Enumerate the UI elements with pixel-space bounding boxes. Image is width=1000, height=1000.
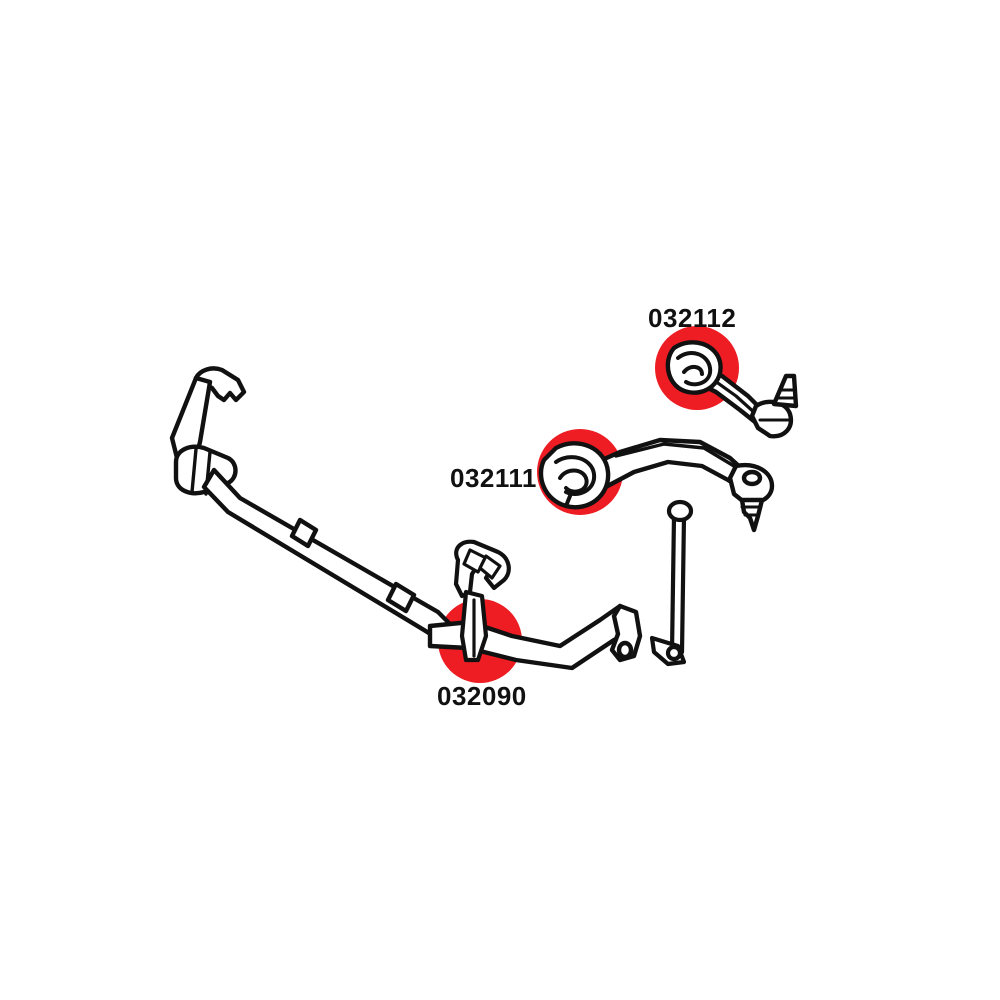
drop-link-shaft — [669, 513, 687, 655]
lower-arm-bushing-outer — [538, 441, 611, 510]
upper-control-arm — [665, 340, 799, 439]
upper-arm-bushing-swirl-1 — [676, 351, 713, 387]
lower-control-arm — [538, 437, 775, 533]
part-label-032111: 032111 — [450, 463, 537, 493]
sway-bar-mid-joint — [289, 517, 319, 549]
sway-bar-main-diagonal — [201, 467, 455, 643]
upper-arm-bushing-swirl-2 — [682, 365, 704, 376]
stabiliser-bar — [169, 366, 643, 671]
sway-bar-mid-joint-2 — [385, 581, 417, 614]
mount-bracket-rib-2 — [478, 554, 502, 580]
stabiliser-bar-mount-bracket — [453, 539, 511, 663]
sway-bar-right-eye — [616, 640, 634, 660]
sway-bar-left-hook — [193, 366, 247, 403]
part-label-032112: 032112 — [648, 303, 737, 333]
lower-arm-ball-joint-eye — [741, 469, 763, 487]
drop-link-top-ball — [666, 499, 694, 523]
sway-bar-left-collar-rib-1 — [190, 447, 198, 494]
drop-link-bottom-eye — [665, 644, 683, 662]
part-label-032090: 032090 — [437, 681, 527, 711]
lower-arm-bushing-swirl-1 — [554, 455, 597, 496]
lower-arm-upper-edge — [614, 442, 736, 468]
drop-link-rod — [649, 499, 694, 667]
lower-arm-bushing-swirl-3 — [564, 494, 572, 508]
lower-arm-bushing-swirl-2 — [558, 468, 589, 494]
